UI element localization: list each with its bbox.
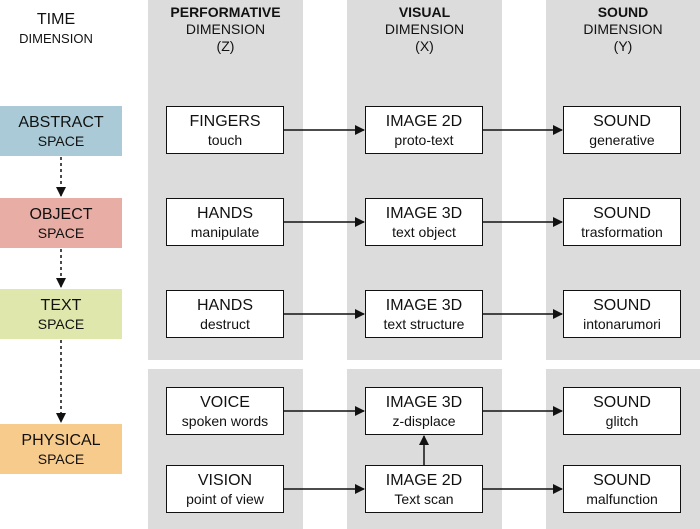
text-space-box: TEXT SPACE: [0, 289, 122, 339]
abstract-space-line2: SPACE: [37, 132, 85, 149]
visual-header: VISUAL DIMENSION (X): [347, 4, 502, 55]
object-space-box: OBJECT SPACE: [0, 198, 122, 248]
node-voice-title: VOICE: [200, 393, 250, 411]
time-label-line1: TIME: [36, 11, 76, 28]
node-image-3d-object-title: IMAGE 3D: [385, 204, 463, 222]
node-vision-title: VISION: [197, 471, 253, 489]
object-space-line2: SPACE: [37, 224, 85, 241]
sound-header-line3: (Y): [613, 38, 633, 54]
sound-header-line2: DIMENSION: [583, 21, 663, 37]
node-image-3d-text-object: IMAGE 3D text object: [365, 198, 483, 246]
node-sound-generative: SOUND generative: [563, 106, 681, 154]
node-image-3d-zdisplace-sub: z-displace: [392, 412, 456, 429]
node-image-2d-text-scan: IMAGE 2D Text scan: [365, 465, 483, 513]
abstract-space-box: ABSTRACT SPACE: [0, 106, 122, 156]
node-sound-intonarumori-title: SOUND: [593, 296, 651, 314]
time-dimension-label: TIME DIMENSION: [6, 10, 106, 48]
text-space-line2: SPACE: [37, 315, 85, 332]
sound-header-line1: SOUND: [597, 4, 649, 20]
node-sound-intonarumori: SOUND intonarumori: [563, 290, 681, 338]
text-space-line1: TEXT: [40, 296, 82, 314]
physical-space-line2: SPACE: [37, 450, 85, 467]
node-sound-glitch-sub: glitch: [605, 412, 639, 429]
node-sound-malfunction-sub: malfunction: [586, 490, 658, 507]
node-image-2d-scan-sub: Text scan: [394, 490, 454, 507]
node-image-2d-scan-title: IMAGE 2D: [385, 471, 463, 489]
object-space-line1: OBJECT: [29, 205, 93, 223]
node-image-3d-zdisplace-title: IMAGE 3D: [385, 393, 463, 411]
node-image-3d-structure-sub: text structure: [383, 315, 465, 332]
visual-header-line3: (X): [415, 38, 434, 54]
node-image-2d-proto-text: IMAGE 2D proto-text: [365, 106, 483, 154]
physical-space-line1: PHYSICAL: [21, 431, 101, 449]
node-image-3d-z-displace: IMAGE 3D z-displace: [365, 387, 483, 435]
node-image-2d-proto-title: IMAGE 2D: [385, 112, 463, 130]
node-sound-trasformation: SOUND trasformation: [563, 198, 681, 246]
node-sound-malfunction-title: SOUND: [593, 471, 651, 489]
node-image-3d-structure-title: IMAGE 3D: [385, 296, 463, 314]
node-voice-sub: spoken words: [181, 412, 269, 429]
node-image-3d-object-sub: text object: [392, 223, 456, 240]
performative-header: PERFORMATIVE DIMENSION (Z): [148, 4, 303, 55]
node-image-2d-proto-sub: proto-text: [394, 131, 454, 148]
node-vision: VISION point of view: [166, 465, 284, 513]
node-sound-generative-sub: generative: [589, 131, 655, 148]
visual-header-line1: VISUAL: [398, 4, 451, 20]
node-hands-destruct-sub: destruct: [200, 315, 250, 332]
time-label-line2: DIMENSION: [19, 31, 93, 46]
abstract-space-line1: ABSTRACT: [18, 113, 104, 131]
node-hands-destruct-title: HANDS: [196, 296, 253, 314]
node-sound-trasformation-sub: trasformation: [581, 223, 663, 240]
physical-space-box: PHYSICAL SPACE: [0, 424, 122, 474]
node-sound-glitch: SOUND glitch: [563, 387, 681, 435]
performative-header-line3: (Z): [216, 38, 235, 54]
node-hands-destruct: HANDS destruct: [166, 290, 284, 338]
performative-header-line2: DIMENSION: [185, 21, 266, 37]
node-sound-trasformation-title: SOUND: [593, 204, 651, 222]
node-sound-malfunction: SOUND malfunction: [563, 465, 681, 513]
visual-header-line2: DIMENSION: [384, 21, 465, 37]
node-fingers-touch: FINGERS touch: [166, 106, 284, 154]
node-fingers-sub: touch: [207, 131, 243, 148]
node-sound-glitch-title: SOUND: [593, 393, 651, 411]
node-hands-manipulate-title: HANDS: [196, 204, 253, 222]
node-sound-generative-title: SOUND: [593, 112, 651, 130]
node-voice: VOICE spoken words: [166, 387, 284, 435]
node-hands-manipulate: HANDS manipulate: [166, 198, 284, 246]
node-image-3d-text-structure: IMAGE 3D text structure: [365, 290, 483, 338]
sound-header: SOUND DIMENSION (Y): [546, 4, 700, 55]
performative-header-line1: PERFORMATIVE: [170, 4, 281, 20]
node-vision-sub: point of view: [186, 490, 264, 507]
node-hands-manipulate-sub: manipulate: [190, 223, 260, 240]
node-sound-intonarumori-sub: intonarumori: [583, 315, 661, 332]
node-fingers-title: FINGERS: [189, 112, 261, 130]
